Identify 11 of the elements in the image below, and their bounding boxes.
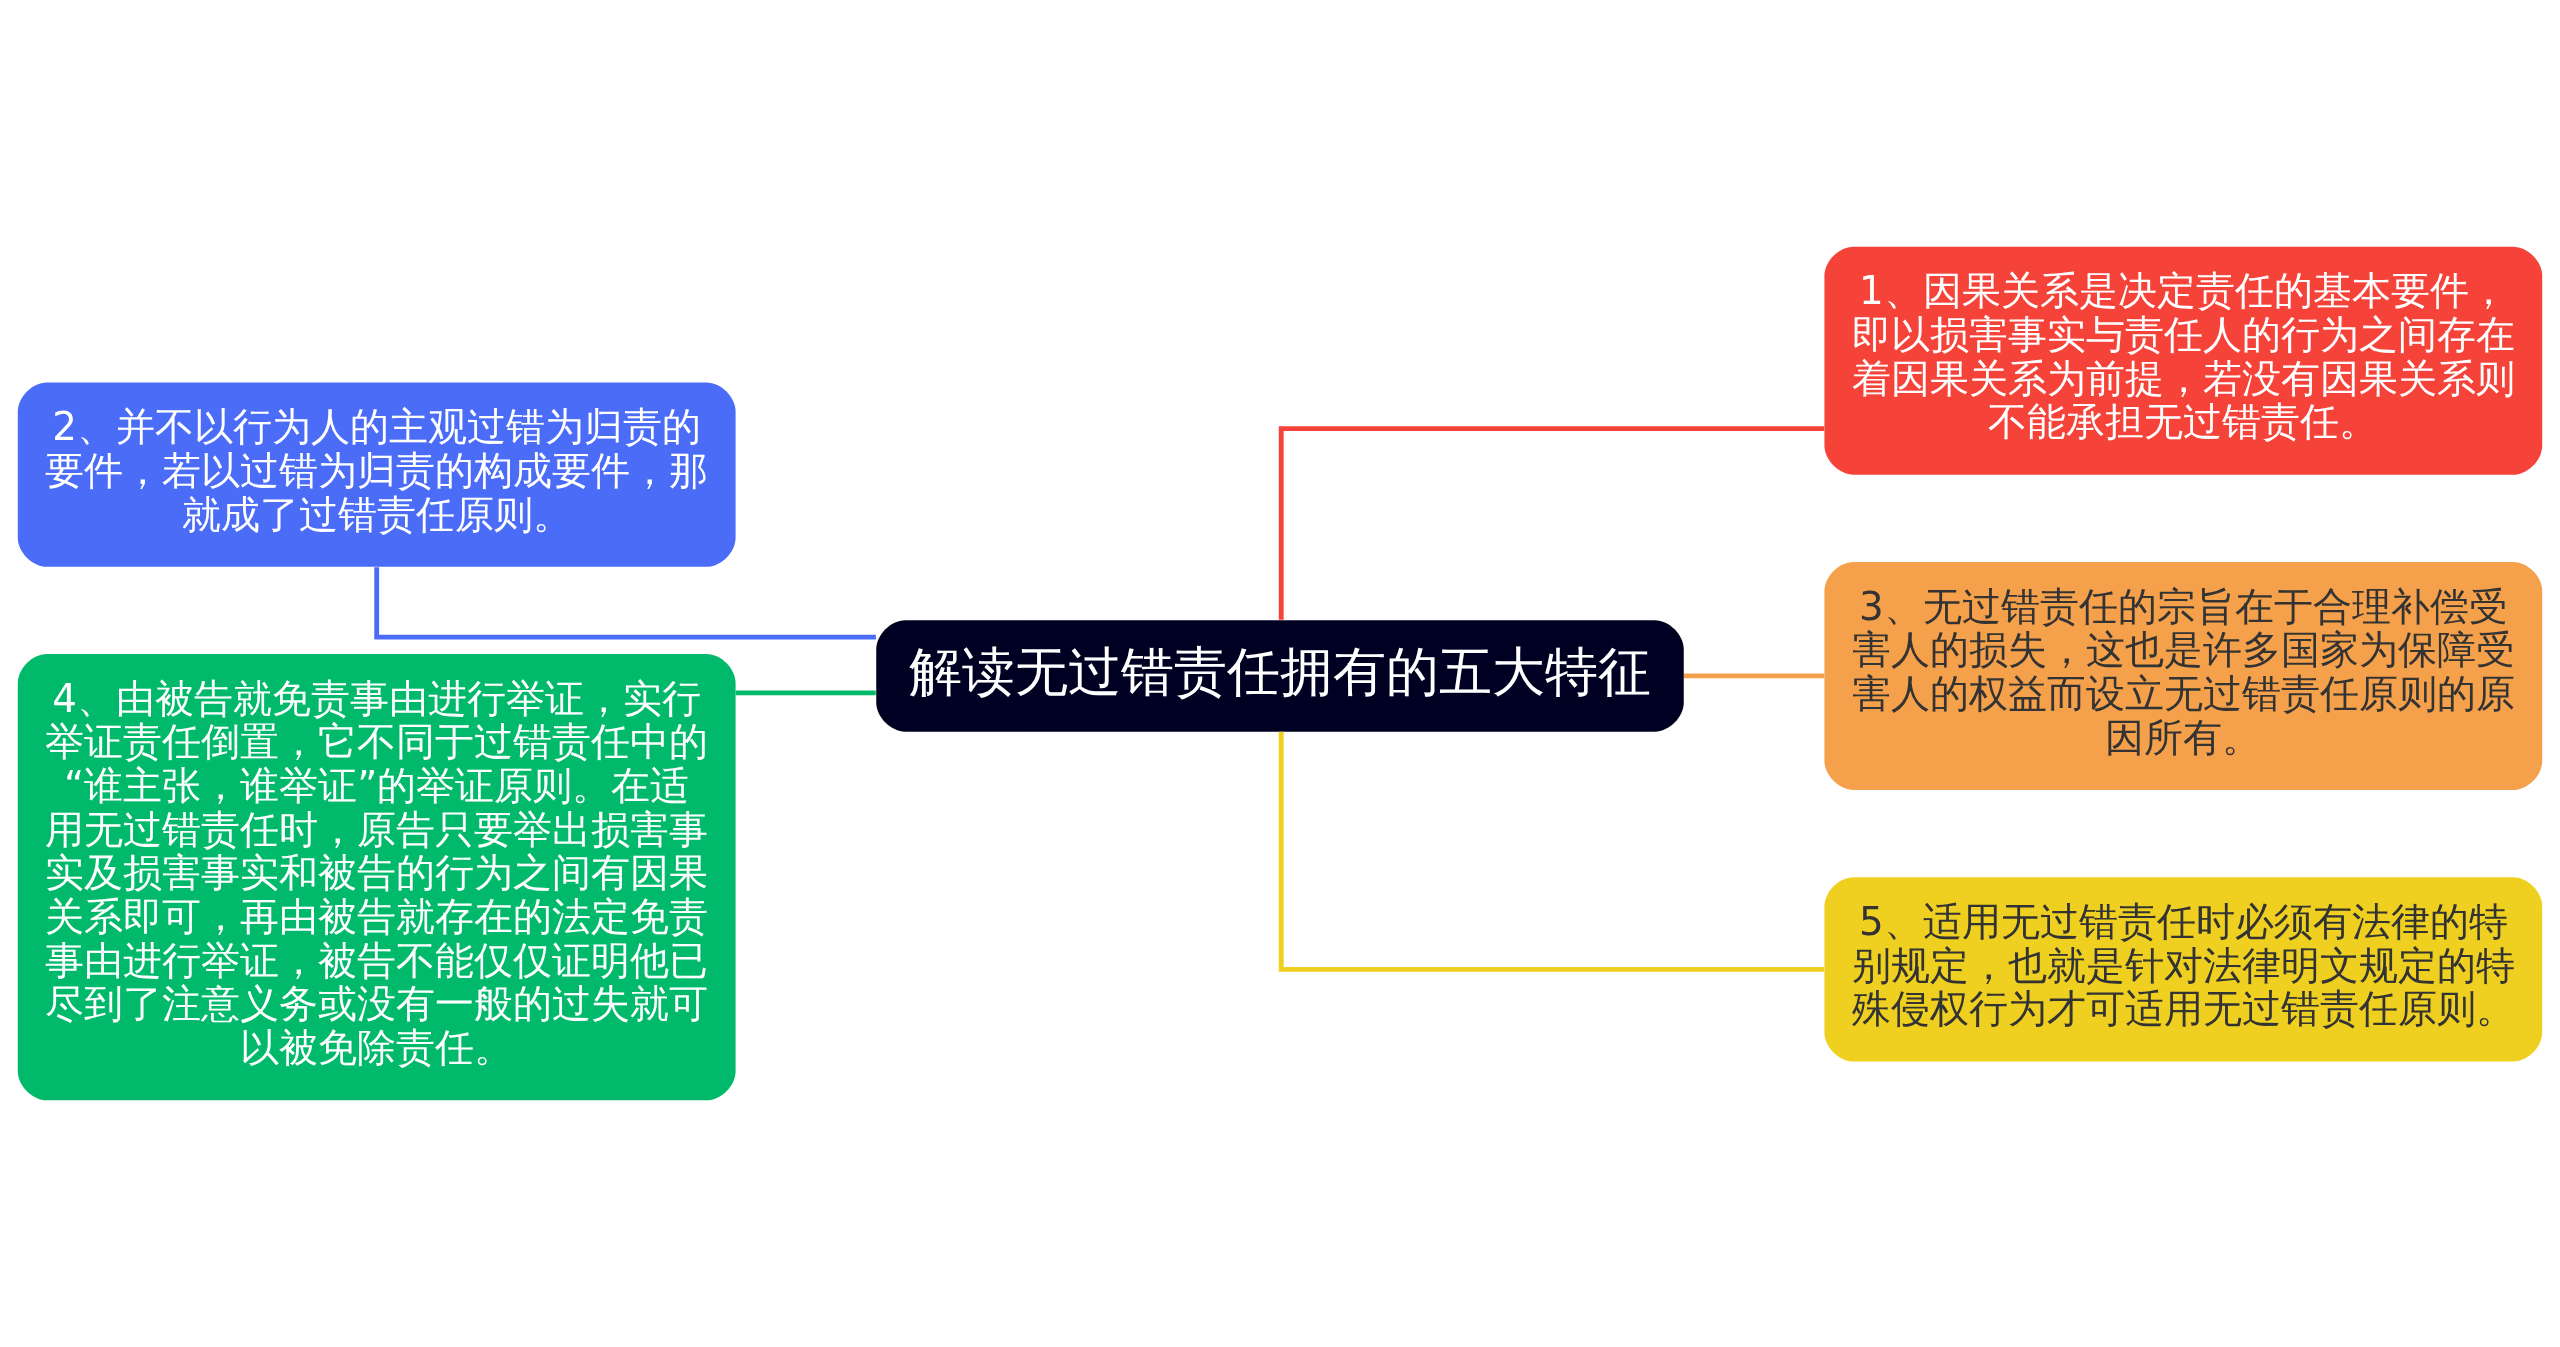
node-box: 解读无过错责任拥有的五大特征 [876,620,1684,732]
connector [1278,426,1825,620]
connector [374,567,876,640]
connector [1278,731,1825,972]
node-box: 1、因果关系是决定责任的基本要件，即以损害事实与责任人的行为之间存在着因果关系为前提，若没有因果关系则不能承担无过错责任。 [1824,246,2543,475]
node-box: 2、并不以行为人的主观过错为归责的要件，若以过错为归责的构成要件，那就成了过错责任原则。 [17,382,736,567]
connector [735,690,876,696]
node-box: 3、无过错责任的宗旨在于合理补偿受害人的损失，这也是许多国家为保障受害人的权益而设立无过错责任原则的原因所有。 [1824,561,2543,790]
connector [1684,673,1825,679]
node-box: 4、由被告就免责事由进行举证，实行举证责任倒置，它不同于过错责任中的“谁主张，谁举证”的举证原则。在适用无过错责任时，原告只要举出损害事实及损害事实和被告的行为之间有因果关系即可，再由被告就存在的法定免责事由进行举证，被告不能仅仅证明他已尽到了注意义务或没有一般的过失就可以被免除责任。 [17,654,736,1101]
node-box: 5、适用无过错责任时必须有法律的特别规定，也就是针对法律明文规定的特殊侵权行为才可适用无过错责任原则。 [1824,877,2543,1062]
